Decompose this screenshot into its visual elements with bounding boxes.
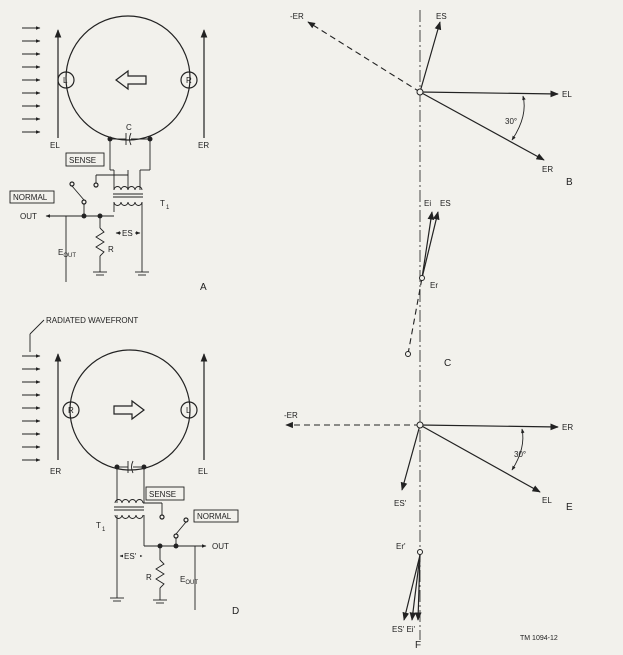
eout-label-d: EOUT xyxy=(180,575,198,586)
direction-arrow-d xyxy=(113,399,145,421)
er-label-d: ER xyxy=(50,467,61,476)
normal-label-d: NORMAL xyxy=(197,512,232,521)
right-element-label-d: L xyxy=(186,406,191,415)
normal-box-a xyxy=(9,190,55,204)
ei-vector-f xyxy=(409,554,421,621)
angle-arc-b xyxy=(511,95,526,141)
el-label-a: EL xyxy=(50,141,60,150)
left-element-label-a: L xyxy=(63,76,68,85)
direction-arrow-a xyxy=(115,69,147,91)
sense-label-d: SENSE xyxy=(149,490,176,499)
ei-vector-f2 xyxy=(414,554,422,621)
vector-diagram-e: -ER ER ES' EL 30° E xyxy=(284,411,573,513)
capacitor-label-a: C xyxy=(126,123,132,132)
panel-label-a: A xyxy=(200,282,207,293)
er-vector-c xyxy=(407,277,423,355)
out-label-d: OUT xyxy=(212,542,229,551)
sense-box-a xyxy=(65,152,105,167)
el-label-b: EL xyxy=(562,90,572,99)
es-label-b: ES xyxy=(436,12,447,21)
el-vector-e xyxy=(419,424,541,493)
wavefront-arrows-a xyxy=(22,26,41,134)
right-element-d xyxy=(180,401,198,419)
origin-e xyxy=(416,421,424,429)
neg-er-label-e: -ER xyxy=(284,411,298,420)
panel-label-b: B xyxy=(566,177,573,188)
es-vector-e xyxy=(400,424,421,491)
left-element-d xyxy=(62,401,80,419)
ei-label-c: Ei xyxy=(424,199,431,208)
angle-label-e: 30° xyxy=(514,450,526,459)
es-ei-label-f: ES' Ei' xyxy=(392,625,416,634)
resistor-label-d: R xyxy=(146,573,152,582)
normal-label-a: NORMAL xyxy=(13,193,48,202)
panel-label-f: F xyxy=(415,640,421,651)
es-label-e: ES' xyxy=(394,499,407,508)
angle-arc-e xyxy=(511,428,525,471)
resistor-label-a: R xyxy=(108,245,114,254)
transformer-sub-a: 1 xyxy=(166,205,170,211)
es-vector-f xyxy=(402,554,421,621)
resistor-a xyxy=(95,227,105,257)
left-element-label-d: R xyxy=(68,406,74,415)
es-vector-c xyxy=(421,211,440,279)
normal-box-d xyxy=(193,509,239,523)
right-element-a xyxy=(180,71,198,89)
er-label-c: Er xyxy=(430,281,438,290)
diagram-d: RADIATED WAVEFRONT ER EL R L xyxy=(22,316,239,617)
vector-diagram-c: Ei ES Er C xyxy=(405,199,451,369)
left-element-a xyxy=(57,71,75,89)
loop-antenna-d xyxy=(69,349,191,471)
diagram-a: EL ER L R C SENSE NORMAL xyxy=(9,15,209,293)
transformer-sub-d: 1 xyxy=(102,527,106,533)
wavefront-caption: RADIATED WAVEFRONT xyxy=(46,316,138,325)
er-vector-b xyxy=(419,91,545,161)
out-label-a: OUT xyxy=(20,212,37,221)
er-vector-e xyxy=(419,423,559,431)
er-label-a: ER xyxy=(198,141,209,150)
es-label-a: ES xyxy=(122,229,133,238)
es-vector-b xyxy=(419,21,442,93)
angle-label-b: 30° xyxy=(505,117,517,126)
er-label-b: ER xyxy=(542,165,553,174)
vector-diagram-f: Er' ES' Ei' F xyxy=(392,542,423,651)
er-label-f: Er' xyxy=(396,542,406,551)
panel-label-e: E xyxy=(566,502,573,513)
neg-er-label-b: -ER xyxy=(290,12,304,21)
transformer-label-a: T xyxy=(160,199,165,208)
er-label-e: ER xyxy=(562,423,573,432)
transformer-label-d: T xyxy=(96,521,101,530)
ei-vector-c xyxy=(421,211,435,279)
el-vector-b xyxy=(419,90,559,98)
vector-diagram-b: -ER ES EL ER 30° B xyxy=(290,12,573,188)
es-label-c: ES xyxy=(440,199,451,208)
resistor-d xyxy=(155,559,165,589)
neg-er-vector-b xyxy=(307,21,421,93)
right-element-label-a: R xyxy=(186,76,192,85)
panel-label-c: C xyxy=(444,358,451,369)
el-label-d: EL xyxy=(198,467,208,476)
es-label-d: ES' xyxy=(124,552,137,561)
eout-label-a: EOUT xyxy=(58,248,76,259)
panel-label-d: D xyxy=(232,606,239,617)
wavefront-arrows-d xyxy=(22,354,41,462)
el-label-e: EL xyxy=(542,496,552,505)
sense-label-a: SENSE xyxy=(69,156,96,165)
loop-antenna-a xyxy=(65,15,191,141)
figure-id: TM 1094-12 xyxy=(520,635,558,642)
sense-box-d xyxy=(145,486,185,501)
origin-b xyxy=(416,88,424,96)
